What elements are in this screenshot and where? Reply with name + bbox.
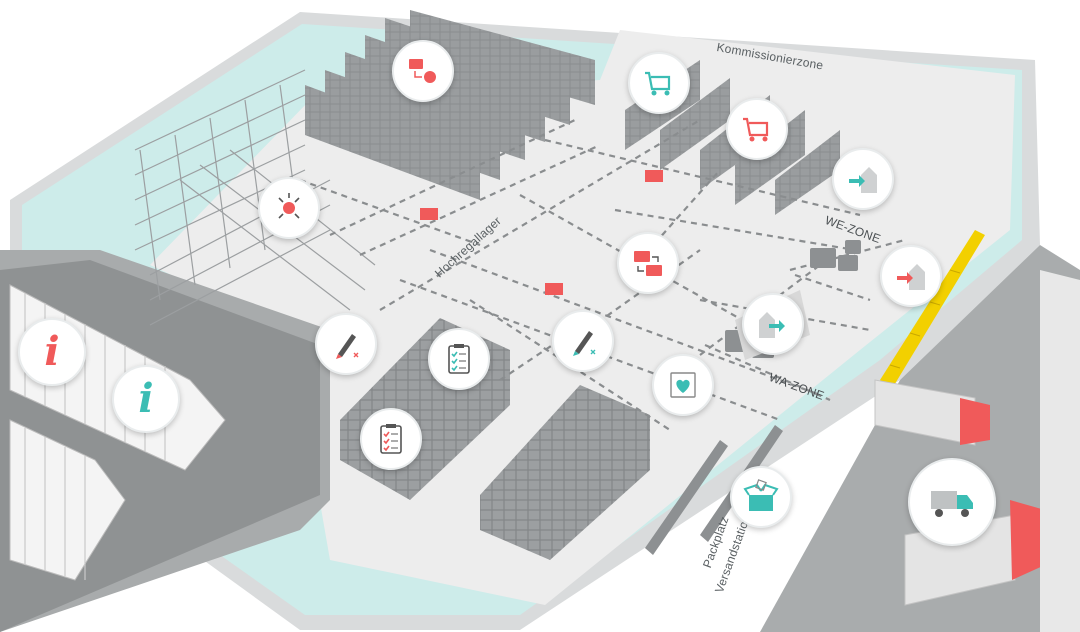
we-zone-pallets xyxy=(810,240,861,271)
hotspot-edit-red[interactable] xyxy=(315,313,377,375)
hotspot-open-box[interactable] xyxy=(730,466,792,528)
hotspot-edit-teal[interactable] xyxy=(552,310,614,372)
dock-ramp xyxy=(880,230,985,392)
high-bay-racks xyxy=(305,10,595,200)
truck-dock xyxy=(874,379,990,446)
pavement-right xyxy=(1040,270,1080,632)
hotspot-sensor[interactable] xyxy=(258,177,320,239)
hotspot-info-red[interactable]: i xyxy=(18,318,86,386)
cart-red-icon xyxy=(743,117,769,142)
hotspot-cart-teal[interactable] xyxy=(628,52,690,114)
inbound-arrow-teal-icon xyxy=(849,167,877,193)
floor-paths xyxy=(299,119,906,431)
storage-block-2 xyxy=(480,385,650,560)
checklist-red-icon xyxy=(380,424,402,454)
rebooking-icon xyxy=(634,251,662,276)
edit-teal-icon xyxy=(573,331,596,356)
heart-package-icon xyxy=(670,372,696,398)
edit-red-icon xyxy=(336,334,359,359)
hotspot-checklist-teal[interactable] xyxy=(428,328,490,390)
open-box-icon xyxy=(743,479,779,511)
hotspot-info-teal[interactable]: i xyxy=(112,365,180,433)
checklist-gray-icon xyxy=(448,344,470,374)
sensor-target-icon xyxy=(278,193,300,219)
hotspot-truck-delivery[interactable] xyxy=(908,458,996,546)
inbound-arrow-red-icon xyxy=(897,264,925,290)
stock-transfer-icon xyxy=(409,59,436,83)
hotspot-stock-transfer[interactable] xyxy=(392,40,454,102)
info-teal-icon: i xyxy=(138,375,154,422)
forklifts xyxy=(420,170,663,295)
cart-teal-icon xyxy=(645,71,671,96)
outbound-arrow-teal-icon xyxy=(759,312,785,338)
truck-delivery-icon xyxy=(931,491,973,517)
hotspot-checklist-red[interactable] xyxy=(360,408,422,470)
info-red-icon: i xyxy=(44,328,60,375)
hotspot-rebooking[interactable] xyxy=(617,232,679,294)
hotspot-inbound-teal[interactable] xyxy=(832,148,894,210)
hotspot-inbound-red[interactable] xyxy=(880,245,942,307)
hotspot-cart-red[interactable] xyxy=(726,98,788,160)
hotspot-outbound-teal[interactable] xyxy=(742,293,804,355)
hotspot-heart-package[interactable] xyxy=(652,354,714,416)
